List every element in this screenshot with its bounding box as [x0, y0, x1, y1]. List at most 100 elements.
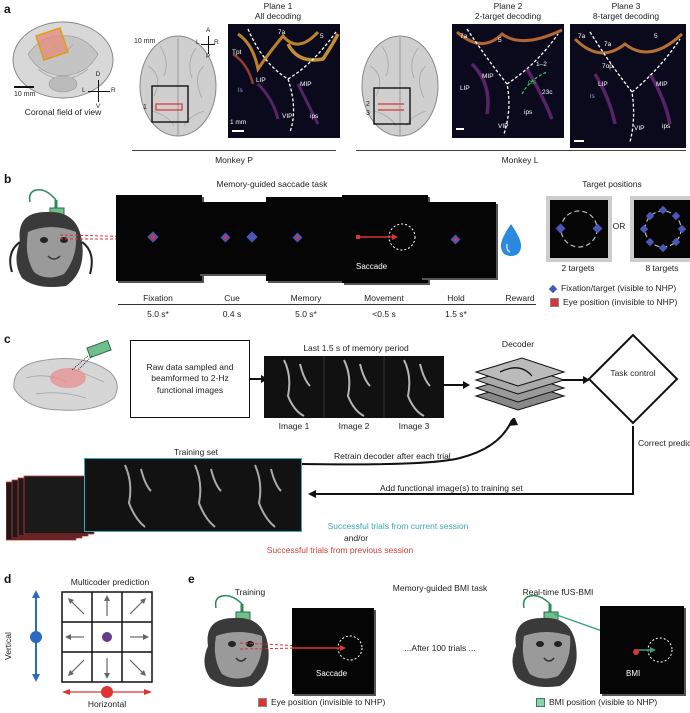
add-images-label: Add functional image(s) to training set	[380, 483, 523, 493]
plane-number-3-l: 3	[366, 110, 370, 117]
timeline-line	[118, 304, 536, 305]
compass-lr-line	[201, 44, 215, 45]
legend-bmi-e: BMI position (visible to NHP)	[536, 697, 658, 708]
phase-fixation: Fixation	[143, 293, 173, 303]
phase-reward: Reward	[505, 293, 535, 303]
image-3-label: Image 3	[398, 421, 430, 431]
previous-session-label: Successful trials from previous session	[266, 545, 414, 555]
legend-bmi-e-text: BMI position (visible to NHP)	[549, 697, 658, 707]
legend-eye: Eye position (invisible to NHP)	[550, 297, 678, 308]
arrow-images-to-decoder	[444, 381, 470, 389]
target-positions-title: Target positions	[582, 179, 642, 189]
scale-label-coronal: 10 mm	[14, 91, 36, 98]
screen-fixation	[116, 195, 202, 281]
decoder-stack-icon	[474, 357, 566, 411]
plane1-title: Plane 1	[263, 1, 293, 11]
image-2-label: Image 2	[338, 421, 370, 431]
monkey-p-bracket	[132, 150, 336, 151]
arrow-decoder-to-control	[562, 376, 590, 384]
eight-target-layout	[630, 196, 690, 262]
two-target-layout	[546, 196, 612, 262]
hold-eye-icon	[454, 238, 457, 241]
realtime-label: Real-time fUS-BMI	[522, 587, 594, 597]
phase-memory: Memory	[290, 293, 322, 303]
phase-movement: Movement	[364, 293, 404, 303]
plane-number-2-l: 2	[366, 101, 370, 108]
or-label: OR	[612, 221, 626, 231]
coronal-label: Coronal field of view	[24, 107, 102, 117]
plane-number-1-p: 1	[143, 104, 147, 111]
movement-saccade-label: Saccade	[356, 262, 388, 271]
screen-memory	[266, 197, 348, 281]
scale-bar-coronal	[14, 86, 34, 88]
plane3-region-ls: ls	[590, 93, 595, 100]
eight-targets-label: 8 targets	[645, 263, 679, 273]
time-memory: 5.0 s*	[295, 309, 317, 319]
multicoder-grid	[30, 590, 153, 698]
time-cue: 0.4 s	[222, 309, 242, 319]
plane1-region-mip: MIP	[300, 81, 312, 88]
panel-c-letter: c	[4, 332, 11, 346]
legend-fixation: Fixation/target (visible to NHP)	[548, 283, 677, 293]
task-control-diamond	[587, 333, 679, 425]
monkey-l-bracket	[356, 150, 686, 151]
bmi-screen: BMI	[600, 606, 684, 694]
compass-r-top: R	[214, 39, 219, 46]
retrain-label: Retrain decoder after each trial	[334, 451, 451, 461]
compass-d: D	[95, 71, 101, 78]
compass-l-top: L	[196, 39, 200, 46]
legend-eye-text: Eye position (invisible to NHP)	[563, 297, 678, 307]
after-trials-label: ...After 100 trials ...	[404, 643, 476, 653]
plane1-region-5: 5	[320, 33, 324, 40]
plane3-region-5: 5	[654, 33, 658, 40]
training-label: Training	[234, 587, 266, 597]
plane2-region-mip: MIP	[482, 73, 494, 80]
monkey-head-bmi	[512, 594, 577, 687]
compass-r: R	[111, 87, 116, 94]
panel-d-letter: d	[4, 572, 12, 586]
plane1-subtitle: All decoding	[254, 11, 302, 21]
scale-bar-monkey-p	[140, 34, 158, 36]
plane2-region-5: 5	[498, 37, 502, 44]
plane3-title: Plane 3	[611, 1, 641, 11]
plane3-region-7op: 7op	[602, 63, 613, 70]
plane3-region-7b: 7a	[578, 33, 586, 40]
plane2-functional-image: 7a 5 MIP LIP 1–2 cis 23c ips VIP	[452, 24, 564, 138]
plane2-title: Plane 2	[493, 1, 523, 11]
andor-label: and/or	[343, 533, 369, 543]
monkey-p-label: Monkey P	[215, 155, 253, 165]
compass-p: P	[206, 53, 211, 60]
legend-fixation-text: Fixation/target (visible to NHP)	[561, 283, 677, 293]
screen-hold	[420, 202, 496, 278]
legend-eye-e-text: Eye position (invisible to NHP)	[271, 697, 386, 707]
plane3-region-mip: MIP	[656, 81, 668, 88]
plane2-region-7a: 7a	[460, 33, 468, 40]
plane2-region-lip: LIP	[460, 85, 470, 92]
time-fixation: 5.0 s*	[147, 309, 169, 319]
gaze-dashed-line-e	[240, 642, 305, 650]
horizontal-label: Horizontal	[87, 699, 127, 709]
plane2-region-23c: 23c	[542, 89, 553, 96]
plane2-region-cis: cis	[528, 79, 536, 86]
compass-horizontal-line	[88, 91, 110, 92]
eye-position-icon	[151, 235, 155, 239]
screen-movement: Saccade	[342, 195, 428, 283]
plane1-region-ips: ips	[310, 113, 319, 120]
plane1-region-tpt: Tpt	[232, 49, 242, 56]
monkey-l-label: Monkey L	[501, 155, 539, 165]
scale-bar-monkey-l	[362, 34, 380, 36]
monkey-p-brain-top	[139, 35, 217, 137]
functional-image-strip	[264, 356, 444, 418]
compass-l: L	[82, 87, 86, 94]
training-screen: Saccade	[292, 608, 374, 694]
phase-hold: Hold	[447, 293, 465, 303]
plane1-region-7a: 7a	[278, 29, 286, 36]
panel-e-letter: e	[188, 572, 195, 586]
current-session-label: Successful trials from current session	[327, 521, 469, 531]
training-set-title: Training set	[173, 447, 219, 457]
image-1-label: Image 1	[278, 421, 310, 431]
panel-a-letter: a	[4, 2, 11, 16]
plane2-region-ips: ips	[524, 109, 533, 116]
time-hold: 1.5 s*	[445, 309, 467, 319]
plane2-scale-bar	[456, 128, 464, 130]
